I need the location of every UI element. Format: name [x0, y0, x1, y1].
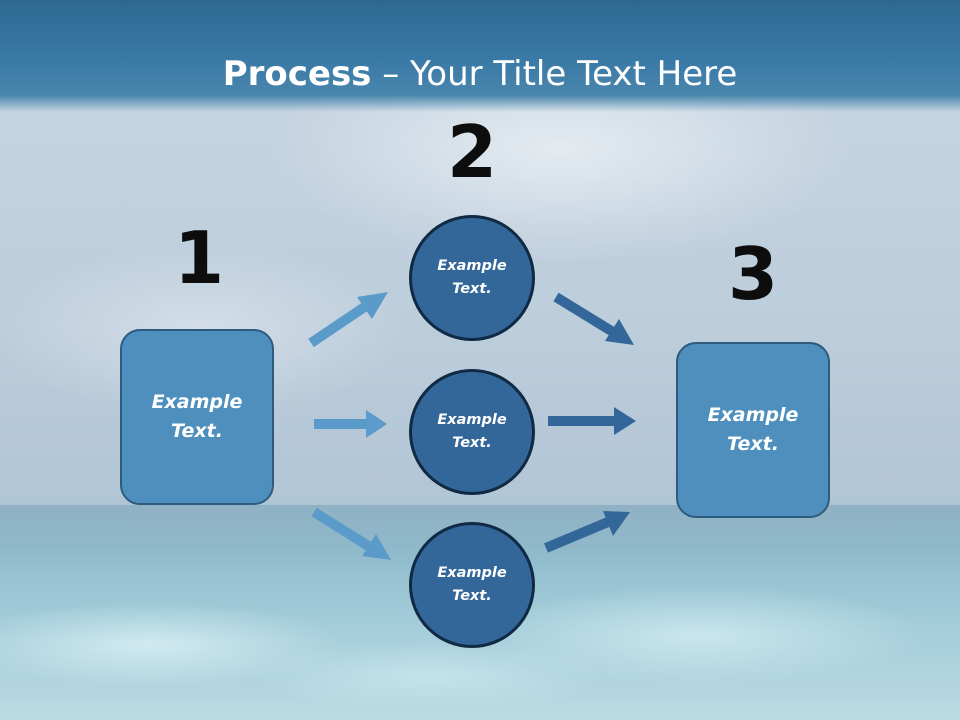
- arrow-box-to-bottom: [311, 507, 391, 560]
- process-box-right-text: Example Text.: [707, 404, 799, 455]
- step-number-1: 1: [173, 216, 225, 300]
- slide-title: Process – Your Title Text Here: [0, 52, 960, 96]
- process-circle-bottom-text: Example Text.: [437, 565, 507, 604]
- process-circle-top-text: Example Text.: [437, 258, 507, 297]
- arrow-bottom-to-right: [544, 511, 630, 553]
- process-box-right: Example Text.: [676, 342, 830, 518]
- step-number-3: 3: [727, 232, 779, 316]
- step-number-2: 2: [446, 110, 498, 194]
- process-box-left: Example Text.: [120, 329, 274, 505]
- arrow-box-to-middle: [314, 410, 387, 438]
- process-circle-bottom: Example Text.: [409, 522, 535, 648]
- process-circle-middle: Example Text.: [409, 369, 535, 495]
- arrow-top-to-right: [553, 292, 634, 345]
- arrow-middle-to-right: [548, 407, 636, 435]
- process-circle-top: Example Text.: [409, 215, 535, 341]
- process-box-left-text: Example Text.: [151, 391, 243, 442]
- arrow-box-to-top: [308, 292, 388, 348]
- process-circle-middle-text: Example Text.: [437, 412, 507, 451]
- title-bar: [0, 0, 960, 112]
- title-rest: – Your Title Text Here: [371, 54, 738, 94]
- title-bold: Process: [222, 54, 372, 94]
